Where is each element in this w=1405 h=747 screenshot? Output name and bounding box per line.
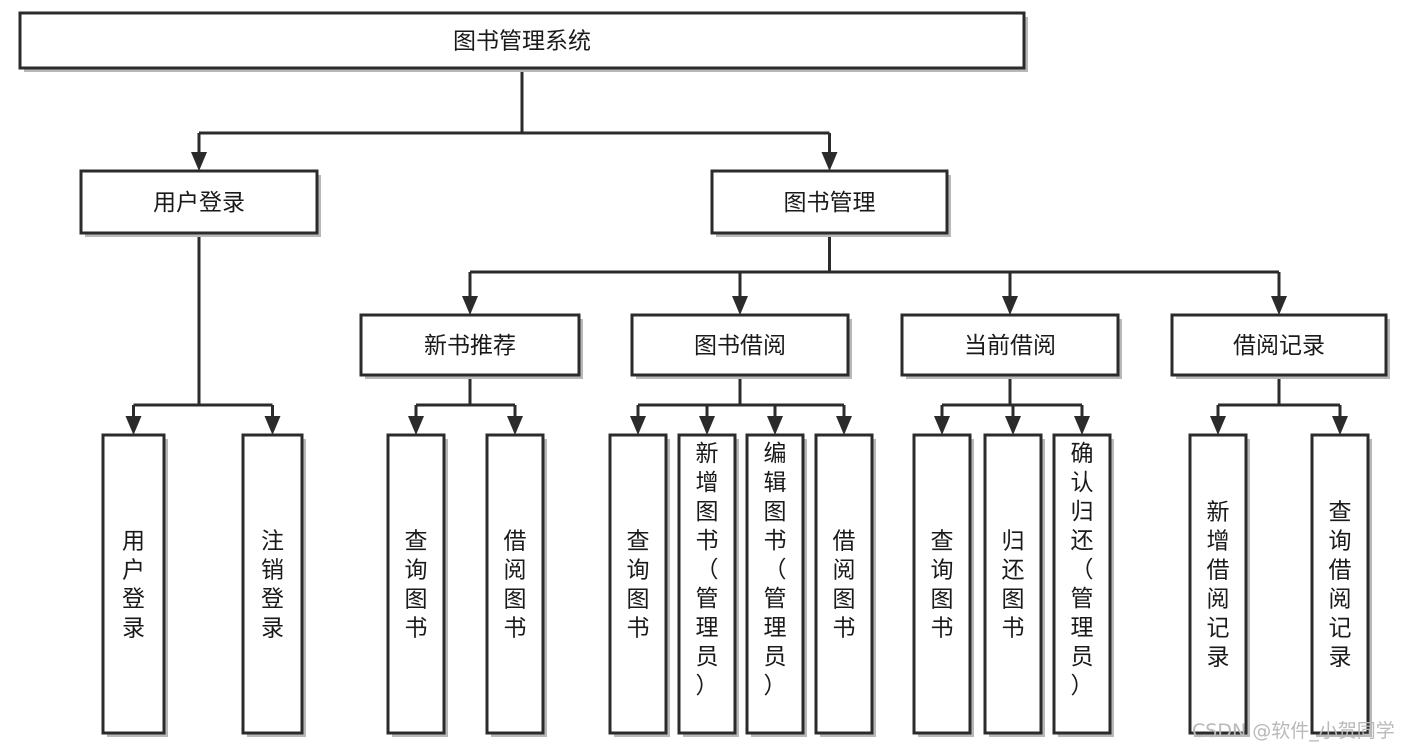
node-leaf-user-login[interactable]: 用户登录 [101,433,168,737]
arrow-head-icon [732,296,748,315]
node-label: 当前借阅 [964,333,1056,359]
node-leaf-confirm-return[interactable]: 确认归还（管理员） [1052,433,1114,737]
arrow-head-icon [630,416,646,435]
leaf-label: 查询图书 [627,529,650,642]
node-leaf-user-logout[interactable]: 注销登录 [241,433,306,737]
csdn-watermark: CSDN @软件_小贺同学 [1192,720,1395,742]
arrow-head-icon [934,416,950,435]
arrow-head-icon [1002,296,1018,315]
leaf-label: 借阅图书 [504,529,527,642]
arrow-head-icon [507,416,523,435]
node-leaf-query-book-3[interactable]: 查询图书 [912,433,974,737]
node-leaf-query-book-2[interactable]: 查询图书 [608,433,670,737]
node-label: 图书借阅 [694,333,786,359]
node-leaf-return-book[interactable]: 归还图书 [983,433,1045,737]
leaf-label: 新增借阅记录 [1207,500,1230,671]
arrow-head-icon [821,152,838,171]
node-label: 图书管理 [784,190,876,216]
arrow-head-icon [1210,416,1226,435]
node-label: 新书推荐 [424,333,516,359]
leaf-label: 查询图书 [931,529,954,642]
leaf-label: 借阅图书 [833,529,856,642]
leaf-label: 注销登录 [261,529,284,642]
arrow-head-icon [125,416,142,435]
node-leaf-edit-book[interactable]: 编辑图书（管理员） [745,433,807,737]
node-book-borrow[interactable]: 图书借阅 [630,313,852,379]
node-book-manage[interactable]: 图书管理 [710,169,951,237]
node-user-login[interactable]: 用户登录 [79,169,321,237]
arrow-head-icon [1271,296,1287,315]
arrow-head-icon [767,416,783,435]
arrow-head-icon [699,416,715,435]
arrow-head-icon [191,152,207,171]
node-leaf-add-book[interactable]: 新增图书（管理员） [677,433,739,737]
arrow-head-icon [836,416,852,435]
node-leaf-add-record[interactable]: 新增借阅记录 [1188,433,1250,737]
node-leaf-borrow-book-1[interactable]: 借阅图书 [485,433,547,737]
node-label: 用户登录 [153,190,245,216]
leaf-label: 用户登录 [122,529,145,642]
node-label: 借阅记录 [1233,333,1325,359]
arrow-head-icon [462,296,478,315]
leaf-label: 新增图书（管理员） [696,441,719,699]
node-leaf-query-record[interactable]: 查询借阅记录 [1310,433,1372,737]
arrow-head-icon [1074,416,1090,435]
arrow-head-icon [408,416,424,435]
node-borrow-record[interactable]: 借阅记录 [1170,313,1390,379]
node-root-system[interactable]: 图书管理系统 [18,11,1028,72]
leaf-label: 查询借阅记录 [1329,500,1352,671]
node-label: 图书管理系统 [453,29,591,55]
connector-lines [125,68,1348,435]
arrow-head-icon [1005,416,1021,435]
arrow-head-icon [1332,416,1348,435]
diagram-nodes: 图书管理系统用户登录图书管理新书推荐图书借阅当前借阅借阅记录用户登录注销登录查询… [18,11,1390,737]
node-new-book-rec[interactable]: 新书推荐 [359,313,583,379]
leaf-label: 归还图书 [1002,529,1025,642]
node-leaf-query-book-1[interactable]: 查询图书 [386,433,448,737]
arrow-head-icon [264,416,281,435]
leaf-label: 确认归还（管理员） [1071,441,1094,699]
leaf-label: 编辑图书（管理员） [764,441,787,699]
node-current-borrow[interactable]: 当前借阅 [900,313,1122,379]
leaf-label: 查询图书 [405,529,428,642]
node-leaf-borrow-book-2[interactable]: 借阅图书 [814,433,876,737]
